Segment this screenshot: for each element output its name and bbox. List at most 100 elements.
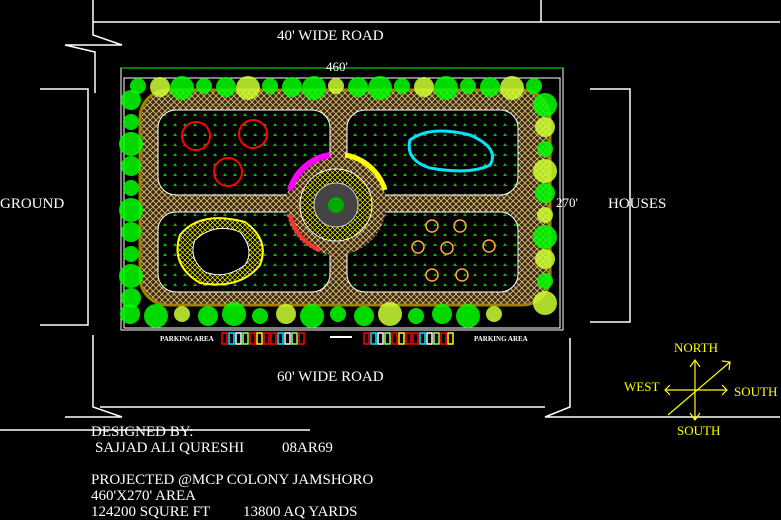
parking-slot [284,332,291,345]
tree [330,306,346,322]
tree [368,76,392,100]
tree [486,306,502,322]
project-location: PROJECTED @MCP COLONY JAMSHORO [91,472,374,488]
tree [537,207,553,223]
tree [300,304,324,328]
tree [394,78,410,94]
tree [170,76,194,100]
bottom-road-label: 60' WIDE ROAD [277,369,384,385]
tree [144,304,168,328]
width-dimension: 460' [326,59,348,74]
houses-label: HOUSES [608,196,667,212]
parking-slot [291,332,298,345]
ground-label: GROUND [0,196,65,212]
tree [123,180,139,196]
tree [150,77,170,97]
tree [276,304,296,324]
parking-slot [228,332,235,345]
tree [533,291,557,315]
central-fountain [286,152,388,255]
tree [119,198,143,222]
tree [535,117,555,137]
tree [119,264,143,288]
tree [222,302,246,326]
tree [533,93,557,117]
tree [119,132,143,156]
tree [456,304,480,328]
lawn-top-right [346,109,519,196]
site-area: 460'X270' AREA [91,488,196,504]
height-dimension: 270' [556,195,578,210]
tree [434,76,458,100]
parking-slot [270,332,277,345]
parking-slot [263,332,270,345]
tree [120,304,140,324]
tree [236,76,260,100]
parking-slot [249,332,256,345]
trees [119,76,557,328]
tree [328,78,344,94]
tree [121,288,141,308]
parking-slots [221,332,454,345]
compass-arrows [664,358,731,422]
compass-east: SOUTH [734,384,778,399]
parking-area-left: PARKING AREA [160,335,214,343]
parking-slot [242,332,249,345]
parking-slot [391,332,398,345]
tree [526,78,542,94]
tree [196,78,212,94]
parking-slot [440,332,447,345]
tree [174,306,190,322]
tree [535,249,555,269]
tree [354,306,374,326]
tree [408,308,424,324]
tree [198,306,218,326]
area-sqft: 124200 SQURE FT [91,504,211,520]
lawn-top-left [157,109,331,196]
tree [414,77,434,97]
parking-slot [412,332,419,345]
tree [500,76,524,100]
shrubs [411,219,496,282]
parking-slot [370,332,377,345]
tree [378,302,402,326]
parking-slot [398,332,405,345]
parking-slot [235,332,242,345]
parking-slot [426,332,433,345]
compass-north: NORTH [674,340,718,355]
roll-number: 08AR69 [282,440,333,456]
tree [537,273,553,289]
tree [432,304,452,324]
designed-by-label: DESIGNED BY: [91,424,194,440]
compass-west: WEST [624,379,660,394]
parking-slot [256,332,263,345]
tree [480,77,500,97]
road-lines [0,0,780,431]
parking-slot [447,332,454,345]
tree [533,225,557,249]
tree [262,78,278,94]
designer-name: SAJJAD ALI QURESHI [95,440,245,456]
tree [121,222,141,242]
tree [130,78,146,94]
area-sqyards: 13800 AQ YARDS [243,504,358,520]
tree [537,141,553,157]
compass-south: SOUTH [677,423,721,438]
parking-slot [298,332,305,345]
parking-slot [277,332,284,345]
parking-slot [363,332,370,345]
parking-slot [405,332,412,345]
tree [121,156,141,176]
tree [216,77,236,97]
tree [533,159,557,183]
parking-area-right: PARKING AREA [474,335,528,343]
tree [123,114,139,130]
tree [348,77,368,97]
tree [535,183,555,203]
pond [407,129,494,173]
parking-slot [433,332,440,345]
tree [123,246,139,262]
top-road-label: 40' WIDE ROAD [277,28,384,44]
tree [302,76,326,100]
